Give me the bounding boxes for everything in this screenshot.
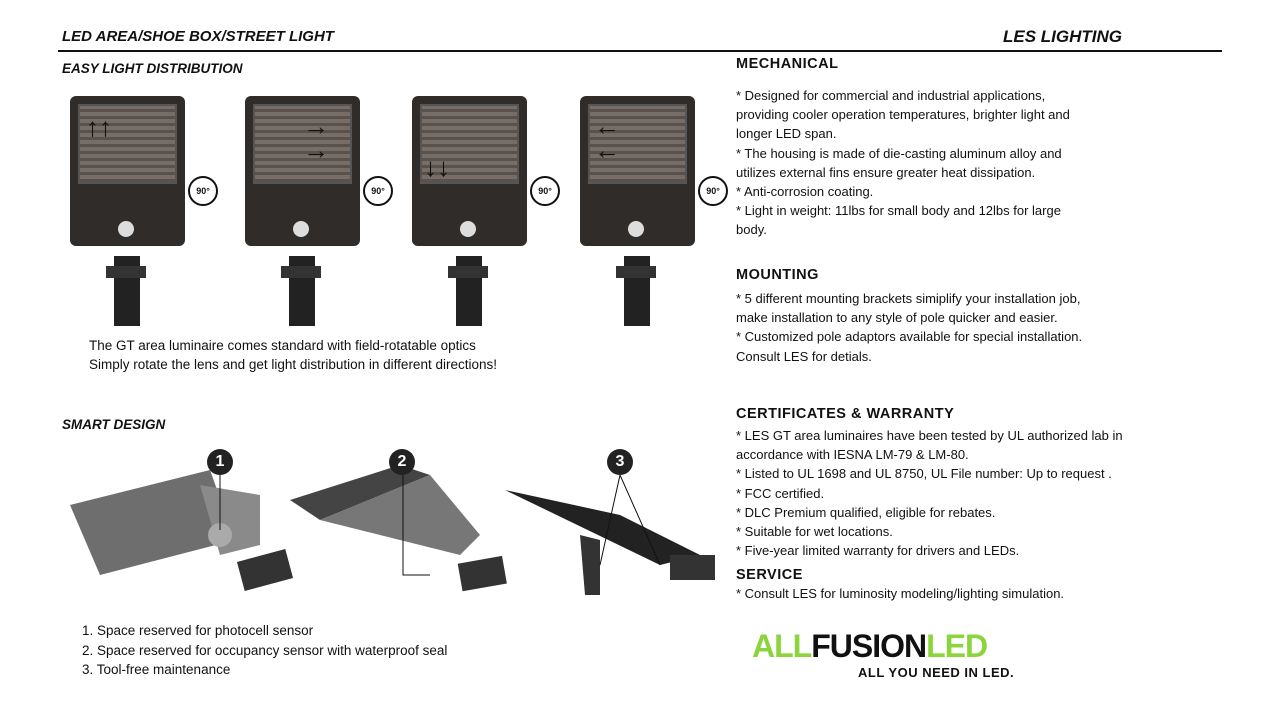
rotate-icon: 90° (698, 176, 728, 206)
callout-3: 3 (607, 449, 633, 475)
text-line: * LES GT area luminaires have been teste… (736, 428, 1123, 443)
callout-1: 1 (207, 449, 233, 475)
callout-2: 2 (389, 449, 415, 475)
rotate-icon: 90° (530, 176, 560, 206)
rotate-icon: 90° (363, 176, 393, 206)
text-line: body. (736, 222, 767, 238)
logo-tagline: ALL YOU NEED IN LED. (858, 665, 1015, 680)
distribution-caption: The GT area luminaire comes standard wit… (89, 336, 569, 374)
text-line: * Five-year limited warranty for drivers… (736, 543, 1020, 559)
text-line: * FCC certified. (736, 485, 825, 501)
luminaire-up: ↑↑ 90° (70, 96, 218, 331)
allfusionled-logo: ALLFUSIONLED (752, 628, 988, 664)
text-line: * Anti-corrosion coating. (736, 184, 874, 200)
section-title-service: SERVICE (736, 567, 803, 583)
text-line: * Designed for commercial and industrial… (736, 88, 1046, 103)
service-text: * Consult LES for luminosity modeling/li… (736, 584, 1216, 603)
caption-line: Simply rotate the lens and get light dis… (89, 357, 497, 373)
arrow-down-icon: ↓↓ (424, 152, 450, 182)
list-item: 2. Space reserved for occupancy sensor w… (82, 642, 448, 658)
luminaire-down: ↓↓ 90° (412, 96, 560, 331)
brand-header: LES LIGHTING (1003, 27, 1122, 46)
mounting-text: * 5 different mounting brackets simiplif… (736, 289, 1216, 366)
text-line: * Consult LES for luminosity modeling/li… (736, 586, 1065, 601)
arrow-up-icon: ↑↑ (86, 112, 112, 142)
text-line: longer LED span. (736, 126, 837, 142)
text-line: * Customized pole adaptors available for… (736, 329, 1083, 345)
text-line: * 5 different mounting brackets simiplif… (736, 291, 1081, 306)
doc-title: LED AREA/SHOE BOX/STREET LIGHT (62, 28, 334, 45)
logo-part: LED (926, 628, 988, 664)
logo-part: FUSION (811, 628, 927, 664)
caption-line: The GT area luminaire comes standard wit… (89, 338, 476, 353)
text-line: make installation to any style of pole q… (736, 310, 1058, 326)
list-item: 3. Tool-free maintenance (82, 662, 231, 677)
text-line: * Suitable for wet locations. (736, 524, 893, 540)
section-title-distribution: EASY LIGHT DISTRIBUTION (62, 61, 243, 76)
rotate-icon: 90° (188, 176, 218, 206)
arrow-right-icon: →→ (303, 111, 329, 165)
text-line: accordance with IESNA LM-79 & LM-80. (736, 447, 969, 463)
section-title-smart-design: SMART DESIGN (62, 417, 166, 432)
certificates-text: * LES GT area luminaires have been teste… (736, 426, 1216, 560)
text-line: * Listed to UL 1698 and UL 8750, UL File… (736, 466, 1112, 482)
section-title-mounting: MOUNTING (736, 267, 819, 283)
header-divider (58, 50, 1222, 52)
logo-part: ALL (752, 628, 812, 664)
smart-design-illustration (70, 465, 715, 595)
text-line: utilizes external fins ensure greater he… (736, 164, 1036, 180)
smart-design-list: 1. Space reserved for photocell sensor 2… (82, 621, 447, 680)
text-line: * DLC Premium qualified, eligible for re… (736, 504, 996, 520)
text-line: providing cooler operation temperatures,… (736, 107, 1070, 123)
list-item: 1. Space reserved for photocell sensor (82, 623, 314, 638)
text-line: * Light in weight: 11lbs for small body … (736, 203, 1061, 219)
section-title-mechanical: MECHANICAL (736, 56, 839, 72)
mechanical-text: * Designed for commercial and industrial… (736, 86, 1216, 240)
text-line: Consult LES for detials. (736, 348, 872, 364)
luminaire-left: ←← 90° (580, 96, 728, 331)
section-title-certificates: CERTIFICATES & WARRANTY (736, 406, 955, 422)
arrow-left-icon: ←← (594, 111, 620, 165)
luminaire-right: →→ 90° (245, 96, 393, 331)
text-line: * The housing is made of die-casting alu… (736, 145, 1062, 161)
